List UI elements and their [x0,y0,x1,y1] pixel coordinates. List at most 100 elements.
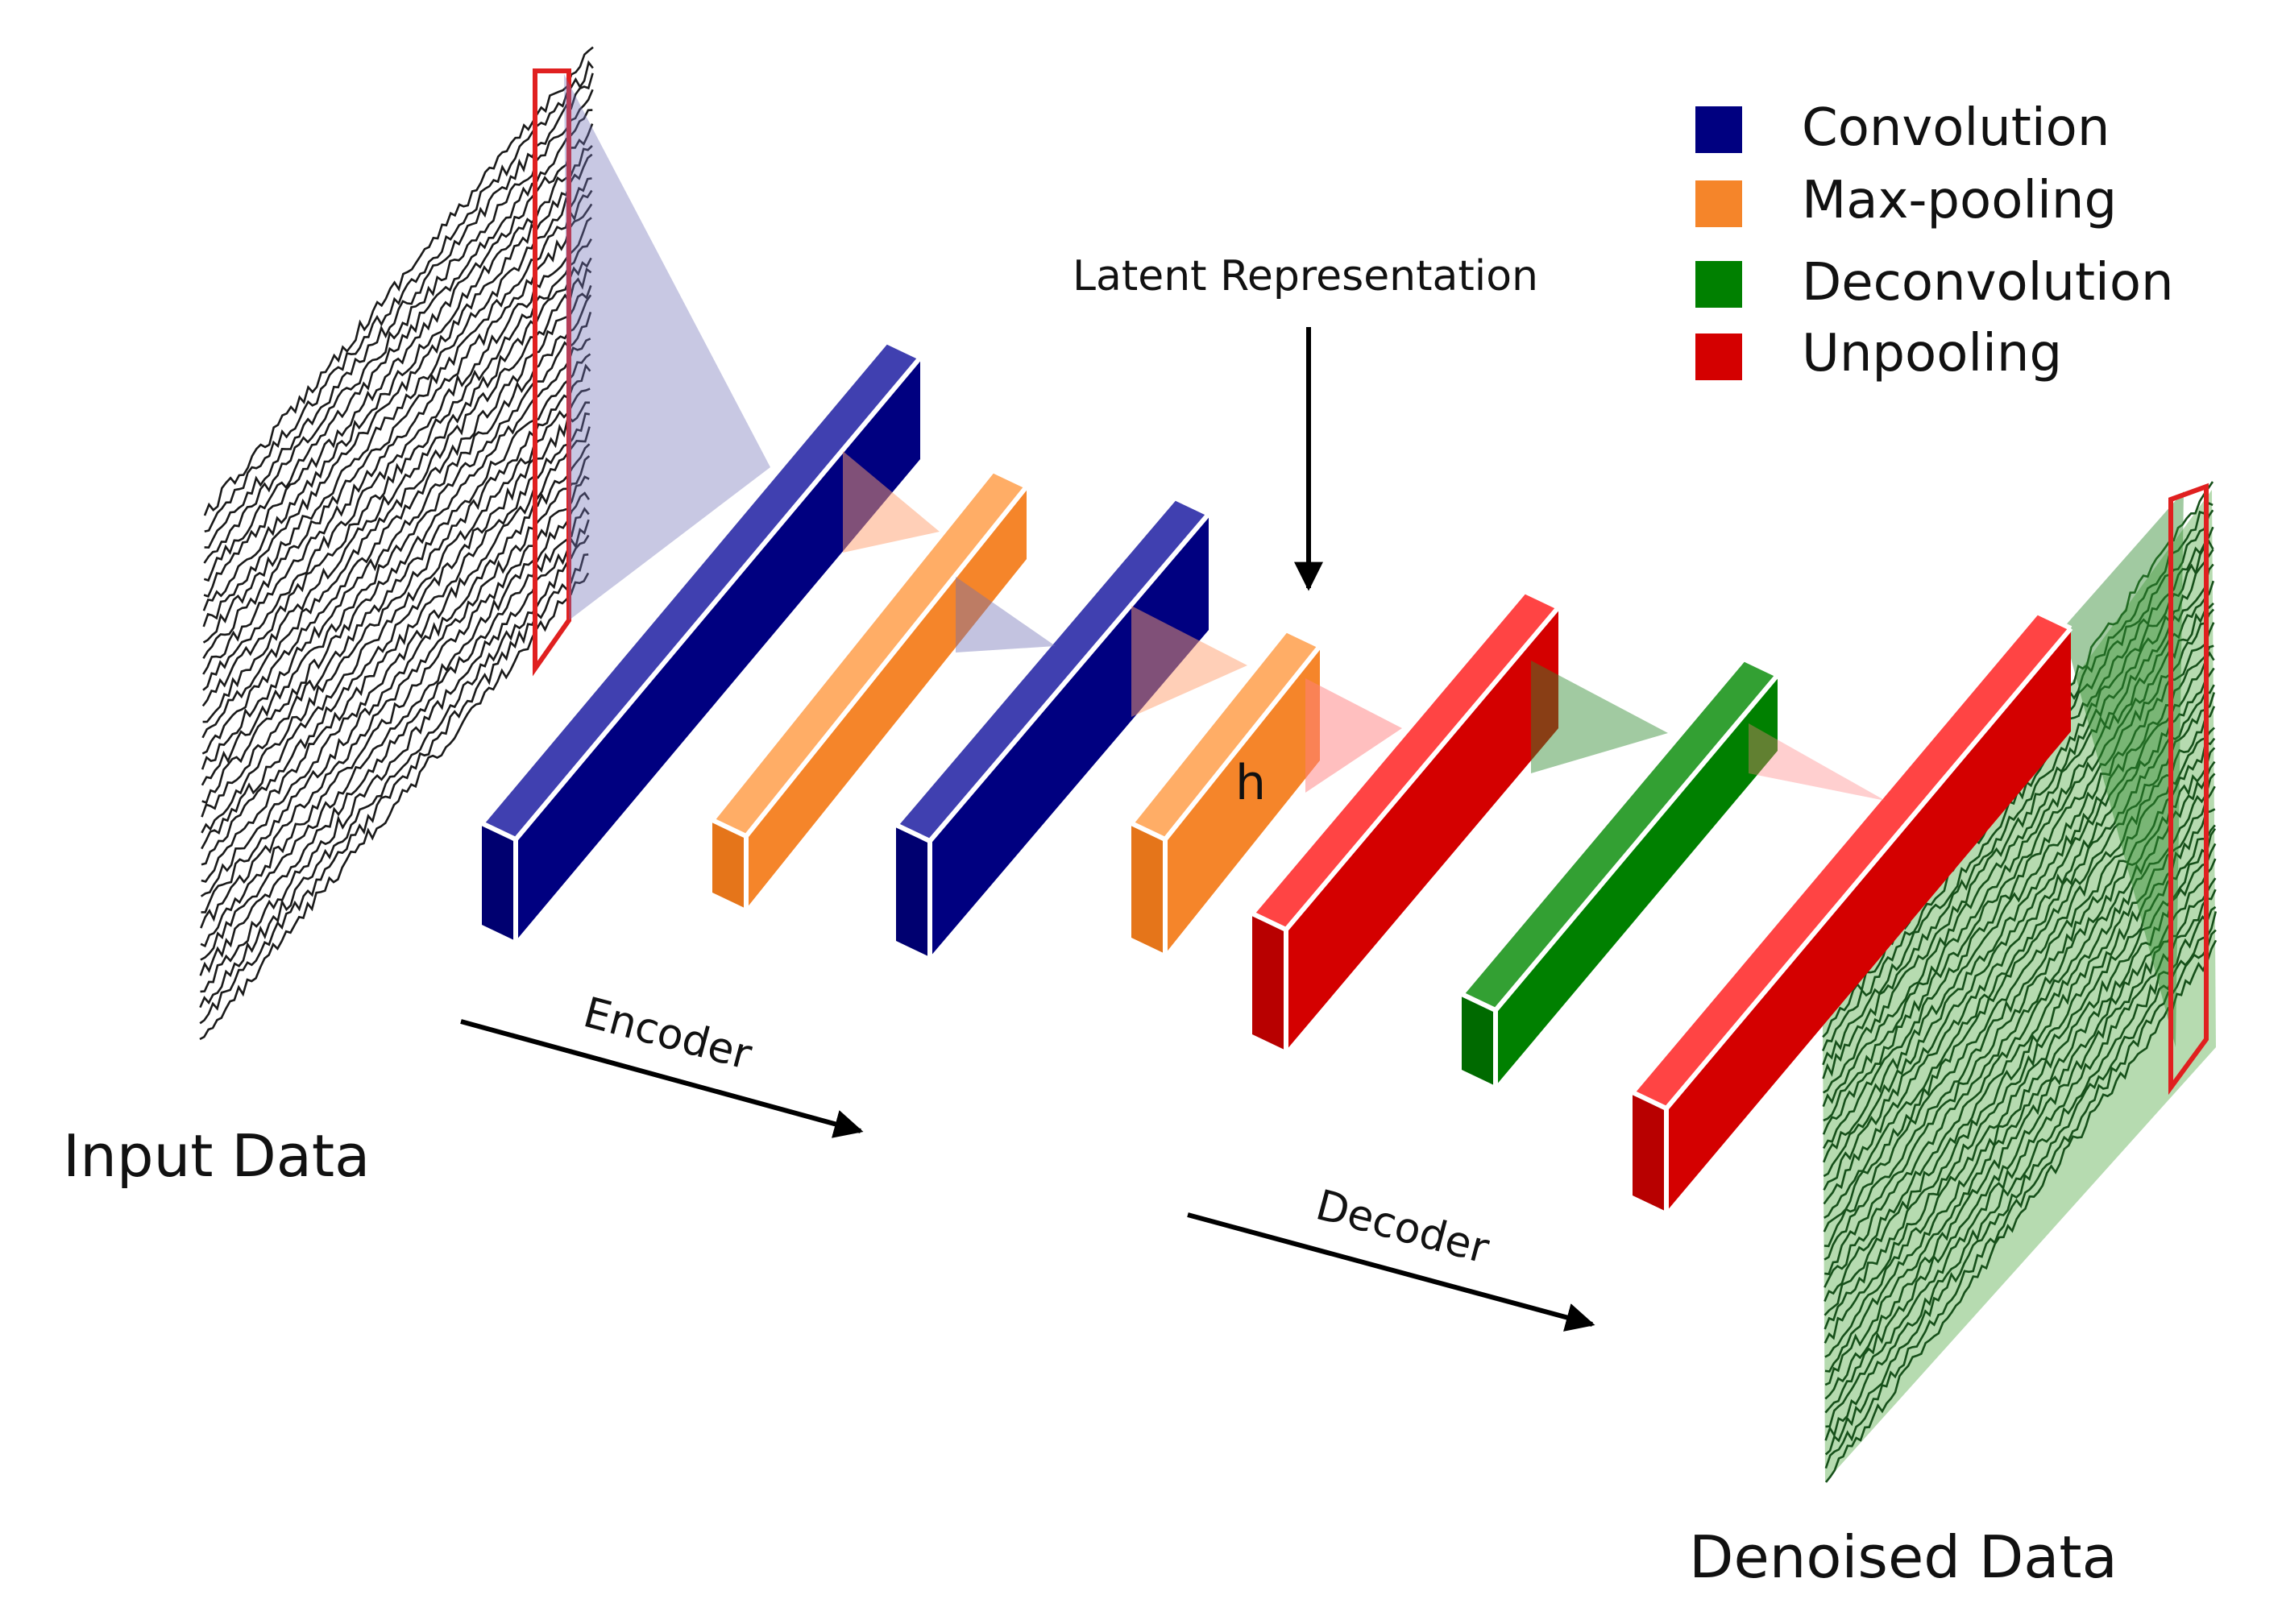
trace-line [200,519,590,993]
trace-line [203,89,594,564]
output-window-highlight [2168,483,2209,1096]
trace-line [202,153,593,628]
legend-swatch-deconvolution [1695,261,1742,308]
trace-line [1822,549,2214,1094]
maxpooling-block-2-latent [1129,627,1322,954]
trace-line [1824,785,2216,1330]
input-data-panel [199,46,770,1041]
trace-line [201,363,591,834]
trace-line [201,294,592,770]
trace-line [1822,608,2215,1150]
trace-line [201,267,592,739]
cone-pool2-to-unpool1 [1305,678,1402,793]
trace-line [1822,602,2214,1135]
trace-line [1824,773,2216,1316]
output-projection-cone [2063,491,2184,1047]
trace-line [202,177,592,644]
trace-line [1824,760,2216,1303]
cone-pool1-to-conv2 [956,577,1056,652]
trace-line [202,144,593,611]
trace-line [203,109,593,582]
trace-line [1823,692,2216,1232]
trace-line [1823,644,2214,1178]
legend-swatch-convolution [1695,106,1742,153]
trace-line [1824,706,2216,1248]
trace-line [202,189,593,659]
trace-line [201,412,591,883]
trace-line [1823,580,2215,1122]
trace-line [1824,827,2217,1373]
trace-line [204,72,594,549]
trace-line [1824,684,2215,1219]
trace-line [201,401,591,866]
trace-line [1824,905,2217,1441]
layer-blocks [479,338,2073,1212]
trace-line [203,123,594,599]
legend-label-unpooling: Unpooling [1802,324,2062,383]
legend-swatch-maxpooling [1695,180,1742,227]
trace-line [1824,939,2218,1483]
trace-line [1824,727,2215,1261]
unpooling-block-1 [1250,588,1561,1050]
trace-line [199,534,590,1009]
trace-line [202,217,592,691]
trace-line [1825,889,2217,1428]
trace-line [1824,747,2216,1288]
trace-line [1822,563,2214,1108]
encoder-arrow [460,1019,864,1138]
trace-line [1824,929,2217,1469]
trace-line [1823,667,2215,1205]
trace-line [1822,539,2214,1079]
legend-swatch-unpooling [1695,334,1742,380]
maxpooling-block-1 [710,467,1029,909]
latent-label: Latent Representation [1073,252,1538,300]
legend-label-convolution: Convolution [1802,98,2110,158]
trace-line [201,387,591,850]
legend-item-convolution: Convolution [1695,98,2110,158]
input-window-highlight [533,68,571,677]
deconvolution-block [1459,656,1780,1086]
trace-line [1824,808,2216,1344]
trace-line [199,507,590,976]
trace-line [201,338,591,805]
input-projection-cone [564,74,770,620]
legend-item-deconvolution: Deconvolution [1695,253,2174,313]
legend: Convolution Max-pooling Deconvolution Un… [1695,98,2174,383]
input-seismic-traces [199,46,594,1041]
cone-unpool1-to-deconv [1531,661,1668,773]
trace-line [1823,650,2215,1191]
trace-line [199,572,590,1041]
legend-item-unpooling: Unpooling [1695,324,2062,383]
trace-line [1824,824,2216,1358]
legend-label-deconvolution: Deconvolution [1802,253,2174,313]
trace-line [1824,877,2217,1414]
denoised-data-label: Denoised Data [1689,1523,2118,1591]
trace-line [1824,911,2218,1456]
trace-line [201,443,591,914]
trace-line [199,553,589,1025]
cone-conv1-to-pool1 [843,451,940,553]
trace-line [200,491,590,961]
trace-line [200,475,590,948]
trace-line [200,426,591,897]
legend-label-maxpooling: Max-pooling [1802,171,2117,230]
trace-line [1822,622,2215,1163]
trace-line [201,238,592,707]
cone-deconv-to-unpool2 [1749,723,1886,801]
trace-line [1824,737,2216,1276]
trace-line [1824,858,2217,1400]
cone-conv2-to-pool2 [1131,606,1247,717]
trace-line [202,257,592,723]
decoder-label: Decoder [1311,1181,1494,1274]
trace-line [202,203,593,675]
decoder-arrow [1187,1212,1595,1332]
trace-line [201,353,591,818]
trace-line [200,455,591,929]
latent-h-label: h [1235,755,1266,811]
trace-line [1824,843,2217,1386]
trace-line [204,60,594,532]
encoder-label: Encoder [579,988,757,1079]
projection-cones [843,451,1886,801]
legend-item-maxpooling: Max-pooling [1695,171,2117,230]
